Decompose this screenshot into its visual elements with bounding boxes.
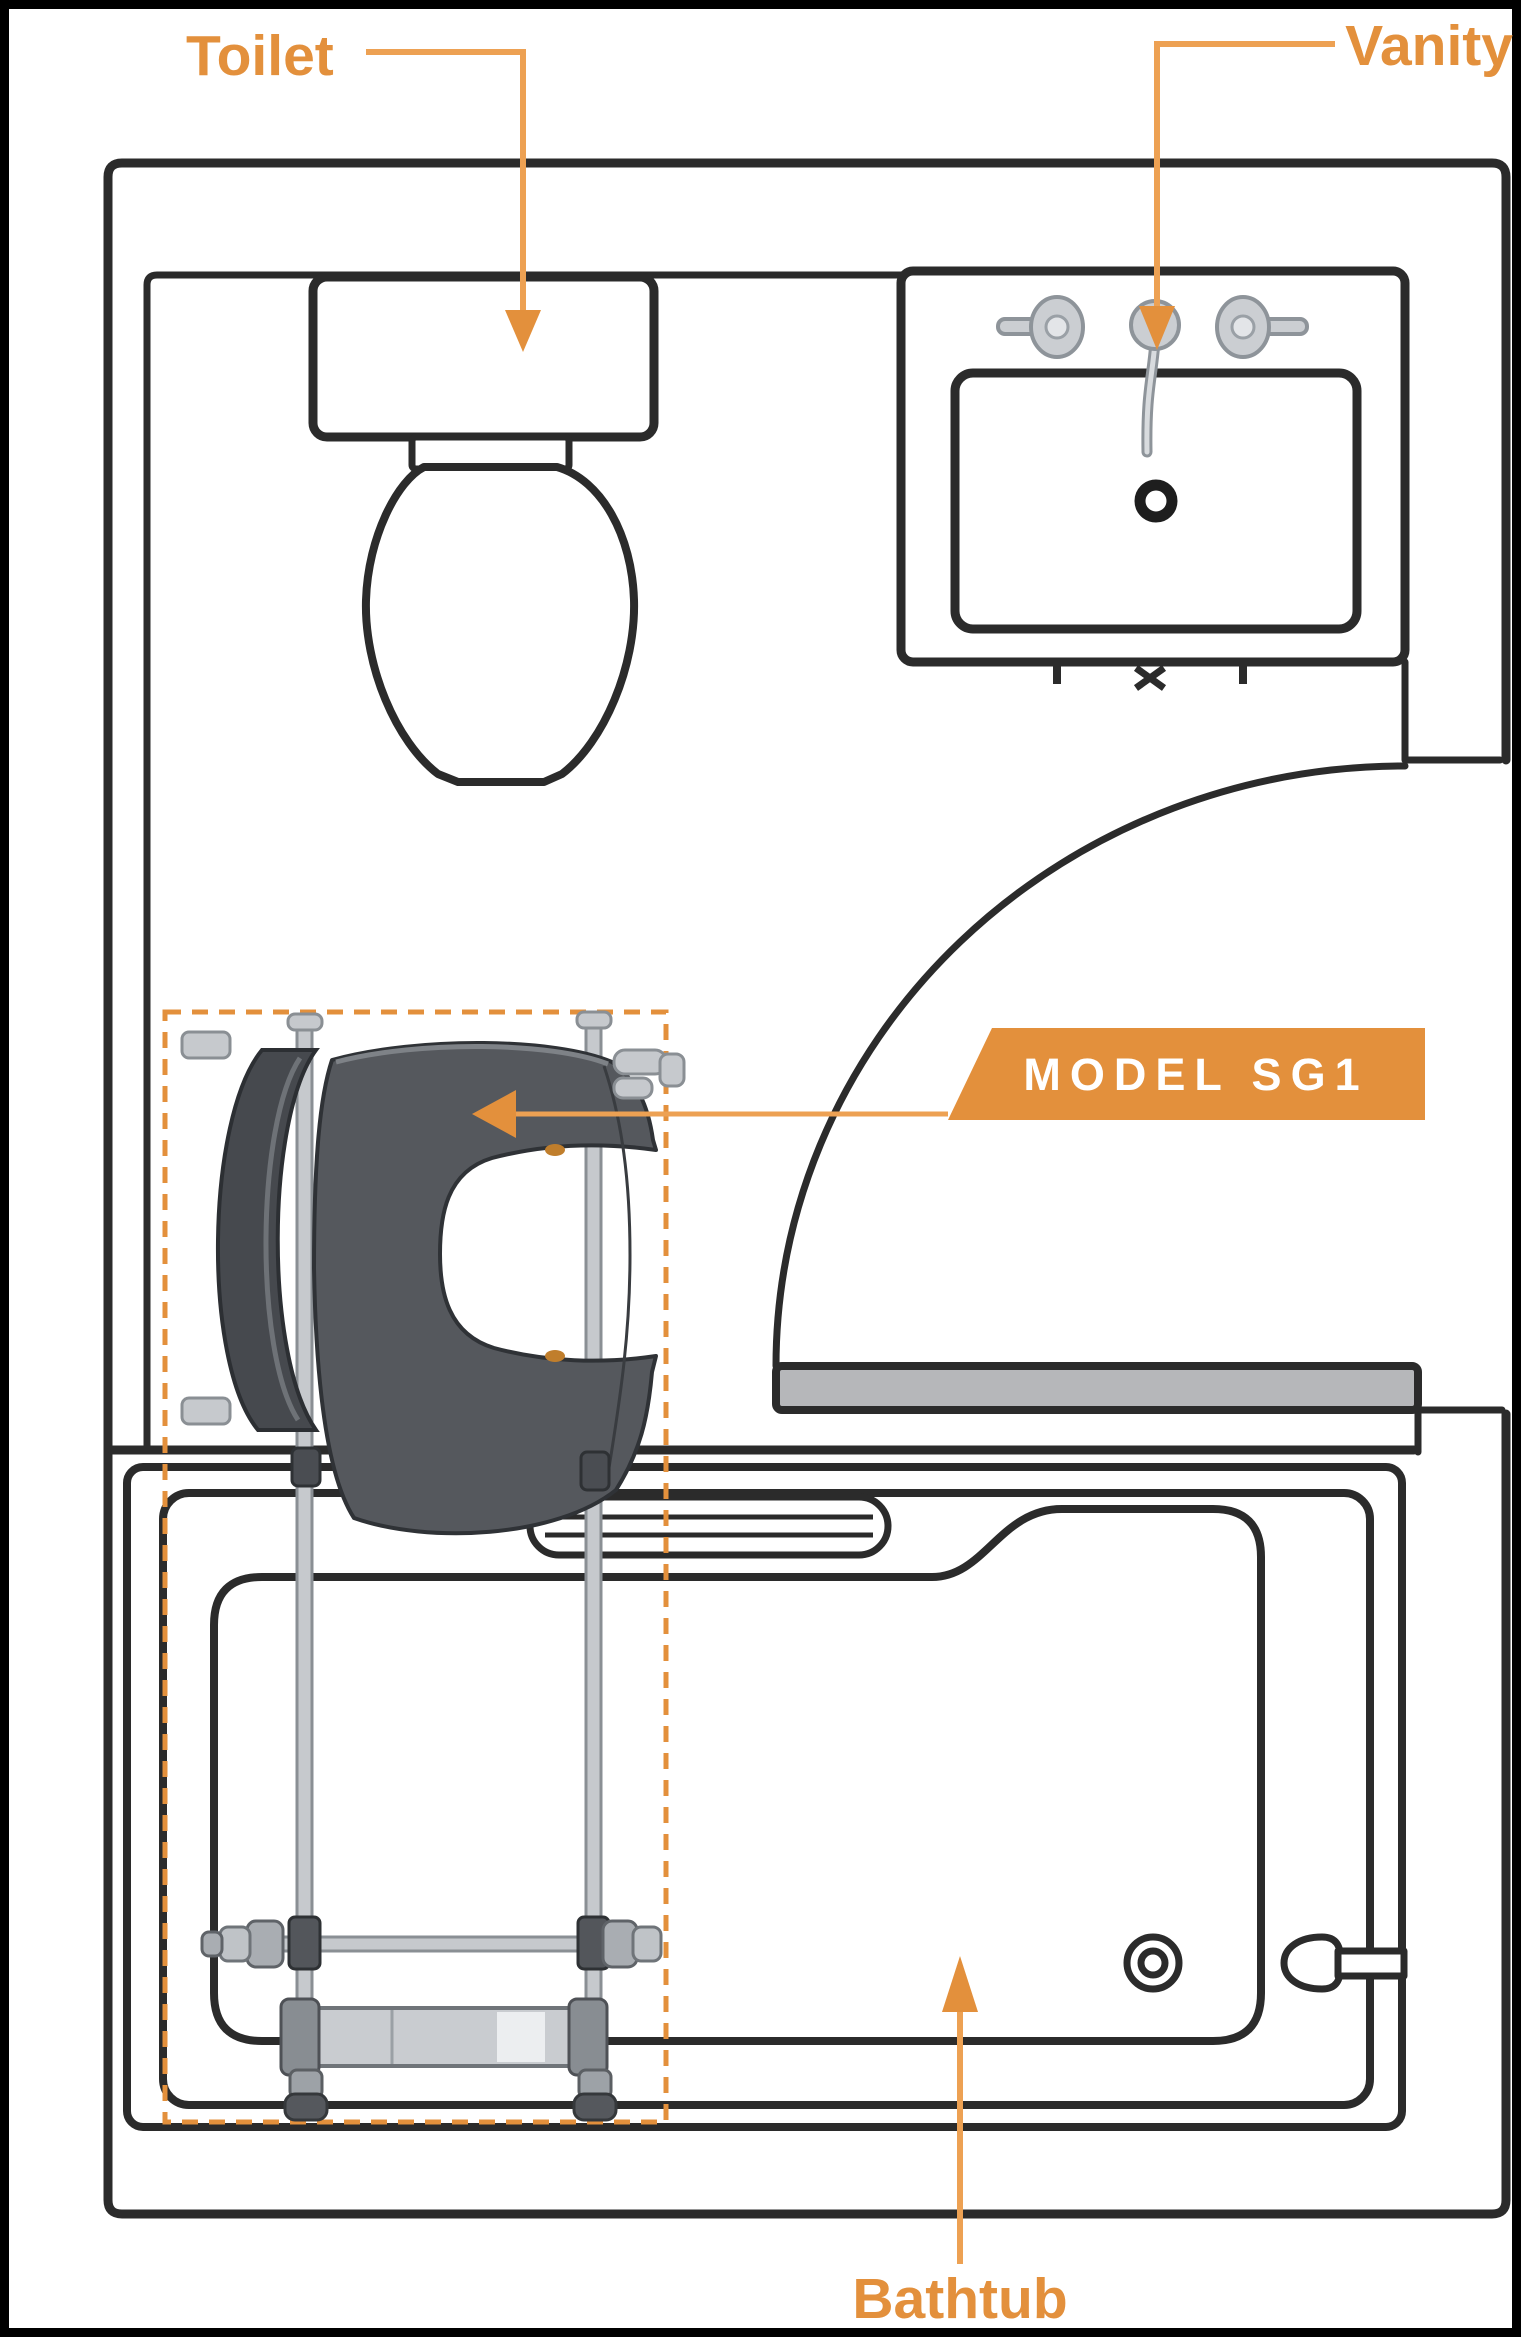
crossbar-knob: [245, 1919, 285, 1969]
bathtub-arrowhead-icon: [942, 1956, 978, 2012]
drain-trap-mark: [1133, 665, 1167, 691]
callout-vanity: Vanity: [1139, 14, 1513, 350]
seat-top-highlight: [335, 1043, 609, 1067]
seat-screw: [545, 1144, 565, 1156]
toilet-leader-line: [366, 49, 526, 310]
bar-end-clamp: [279, 1997, 321, 2077]
seat-leg-clamp: [290, 1446, 322, 1488]
faucet-spout: [1144, 339, 1158, 455]
vanity-fixture: [896, 266, 1410, 691]
bar-end-clamp: [567, 1997, 609, 2077]
crossbar-knob: [200, 1930, 224, 1958]
toilet-bowl: [361, 463, 639, 786]
right-handle-cap: [1230, 314, 1256, 340]
seat-leg-clamp: [579, 1450, 611, 1492]
leg-post-cap: [286, 1012, 324, 1032]
adjuster-nub-cap: [658, 1052, 686, 1088]
toilet-label: Toilet: [186, 24, 334, 88]
banner-arrowhead-icon: [472, 1090, 516, 1138]
inner-wall: [143, 271, 909, 1450]
backrest-mount-tab: [180, 1396, 232, 1426]
toilet-fixture: [308, 272, 659, 786]
toilet-arrowhead-icon: [505, 310, 541, 352]
backrest-highlight: [263, 1056, 303, 1422]
bench-crossbar-thick: [296, 2006, 592, 2068]
suction-foot-pad: [283, 2092, 329, 2122]
callout-toilet: Toilet: [186, 24, 541, 352]
sink-drain: [1134, 479, 1178, 523]
crossbar-highlight: [497, 2012, 545, 2062]
backrest-mount-tab: [180, 1030, 232, 1060]
tub-spout-knob: [1280, 1933, 1345, 1993]
bench-seat: [312, 1040, 658, 1536]
door-panel: [772, 1362, 1422, 1414]
vanity-arrowhead-icon: [1139, 306, 1175, 350]
entry-door: [772, 762, 1422, 1414]
left-handle-cap: [1044, 314, 1070, 340]
seat-screw: [545, 1350, 565, 1362]
crossbar-knob: [218, 1925, 252, 1963]
banner-label: MODEL SG1: [1023, 1049, 1368, 1100]
banner-ribbon: [948, 1028, 1425, 1120]
callout-bathtub: Bathtub: [852, 1956, 1068, 2331]
door-swing-arc: [772, 762, 1409, 1370]
adjuster-nub: [612, 1076, 654, 1100]
suction-foot-pad: [572, 2092, 618, 2122]
tub-drain-inner: [1137, 1947, 1169, 1979]
bathtub-fixture: [123, 1463, 1408, 2131]
leg-post-cap: [575, 1010, 613, 1030]
crossbar-clamp: [287, 1915, 322, 1971]
vanity-leader-line: [1154, 41, 1335, 306]
product-highlight-dashed-box: [162, 1009, 669, 2125]
bathtub-label: Bathtub: [852, 2267, 1067, 2331]
seat-seam: [602, 1065, 632, 1487]
supply-stub-left: [1053, 666, 1061, 684]
toilet-tank: [308, 272, 659, 442]
tub-basin: [210, 1505, 1265, 2045]
adjuster-nub: [612, 1048, 668, 1076]
tub-spout-stem: [1334, 1947, 1408, 1980]
outer-wall: [103, 158, 1511, 2219]
supply-stub-right: [1239, 666, 1247, 684]
transfer-bench: [180, 1010, 686, 2122]
vanity-label: Vanity: [1345, 14, 1513, 78]
door-jamb-upper: [1401, 658, 1504, 764]
crossbar-knob: [631, 1925, 663, 1963]
product-banner: MODEL SG1: [472, 1028, 1425, 1138]
